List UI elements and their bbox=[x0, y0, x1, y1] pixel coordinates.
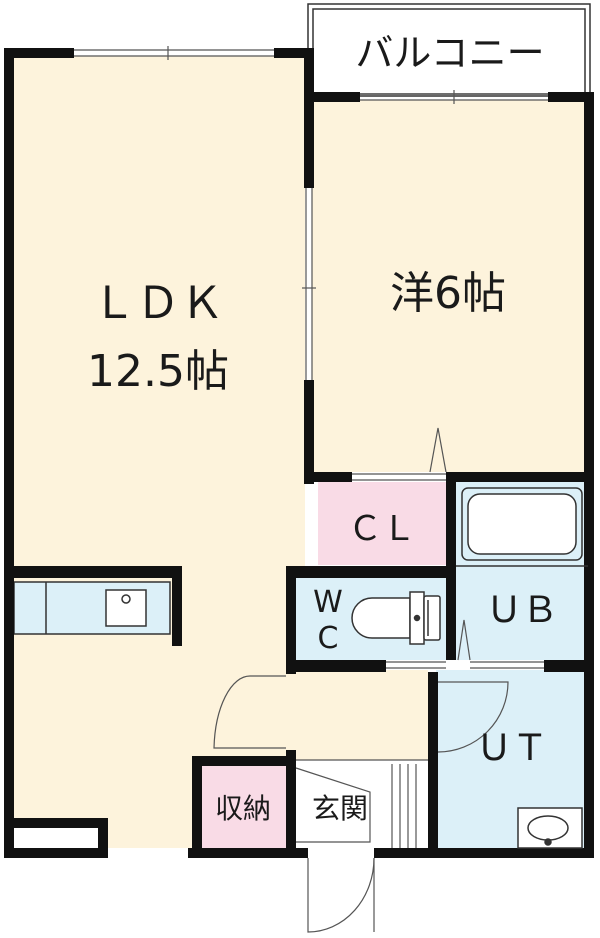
western-room-label: 洋6帖 bbox=[390, 268, 506, 319]
ldk-floor bbox=[12, 56, 305, 848]
wc-label-top: W bbox=[313, 585, 343, 620]
western-room-floor bbox=[312, 100, 590, 472]
small-opening bbox=[14, 828, 98, 848]
hall-floor bbox=[296, 670, 428, 760]
balcony-label: バルコニー bbox=[355, 31, 544, 75]
closet-label: ＣＬ bbox=[348, 509, 416, 549]
unit-bath-label: ＵＢ bbox=[486, 590, 558, 631]
toilet-icon bbox=[351, 591, 441, 645]
closet-floor bbox=[318, 482, 446, 565]
ldk-name-label: ＬＤＫ bbox=[92, 278, 224, 329]
wc-label-bottom: C bbox=[318, 621, 339, 656]
storage-label: 収納 bbox=[215, 792, 271, 825]
washbasin-icon bbox=[517, 807, 583, 849]
storage-floor bbox=[200, 764, 286, 850]
kitchen-sink bbox=[105, 589, 147, 627]
entrance-label: 玄関 bbox=[312, 792, 368, 825]
utility-label: ＵＴ bbox=[476, 728, 548, 769]
ldk-size-label: 12.5帖 bbox=[87, 346, 229, 397]
balcony-area bbox=[307, 3, 591, 97]
